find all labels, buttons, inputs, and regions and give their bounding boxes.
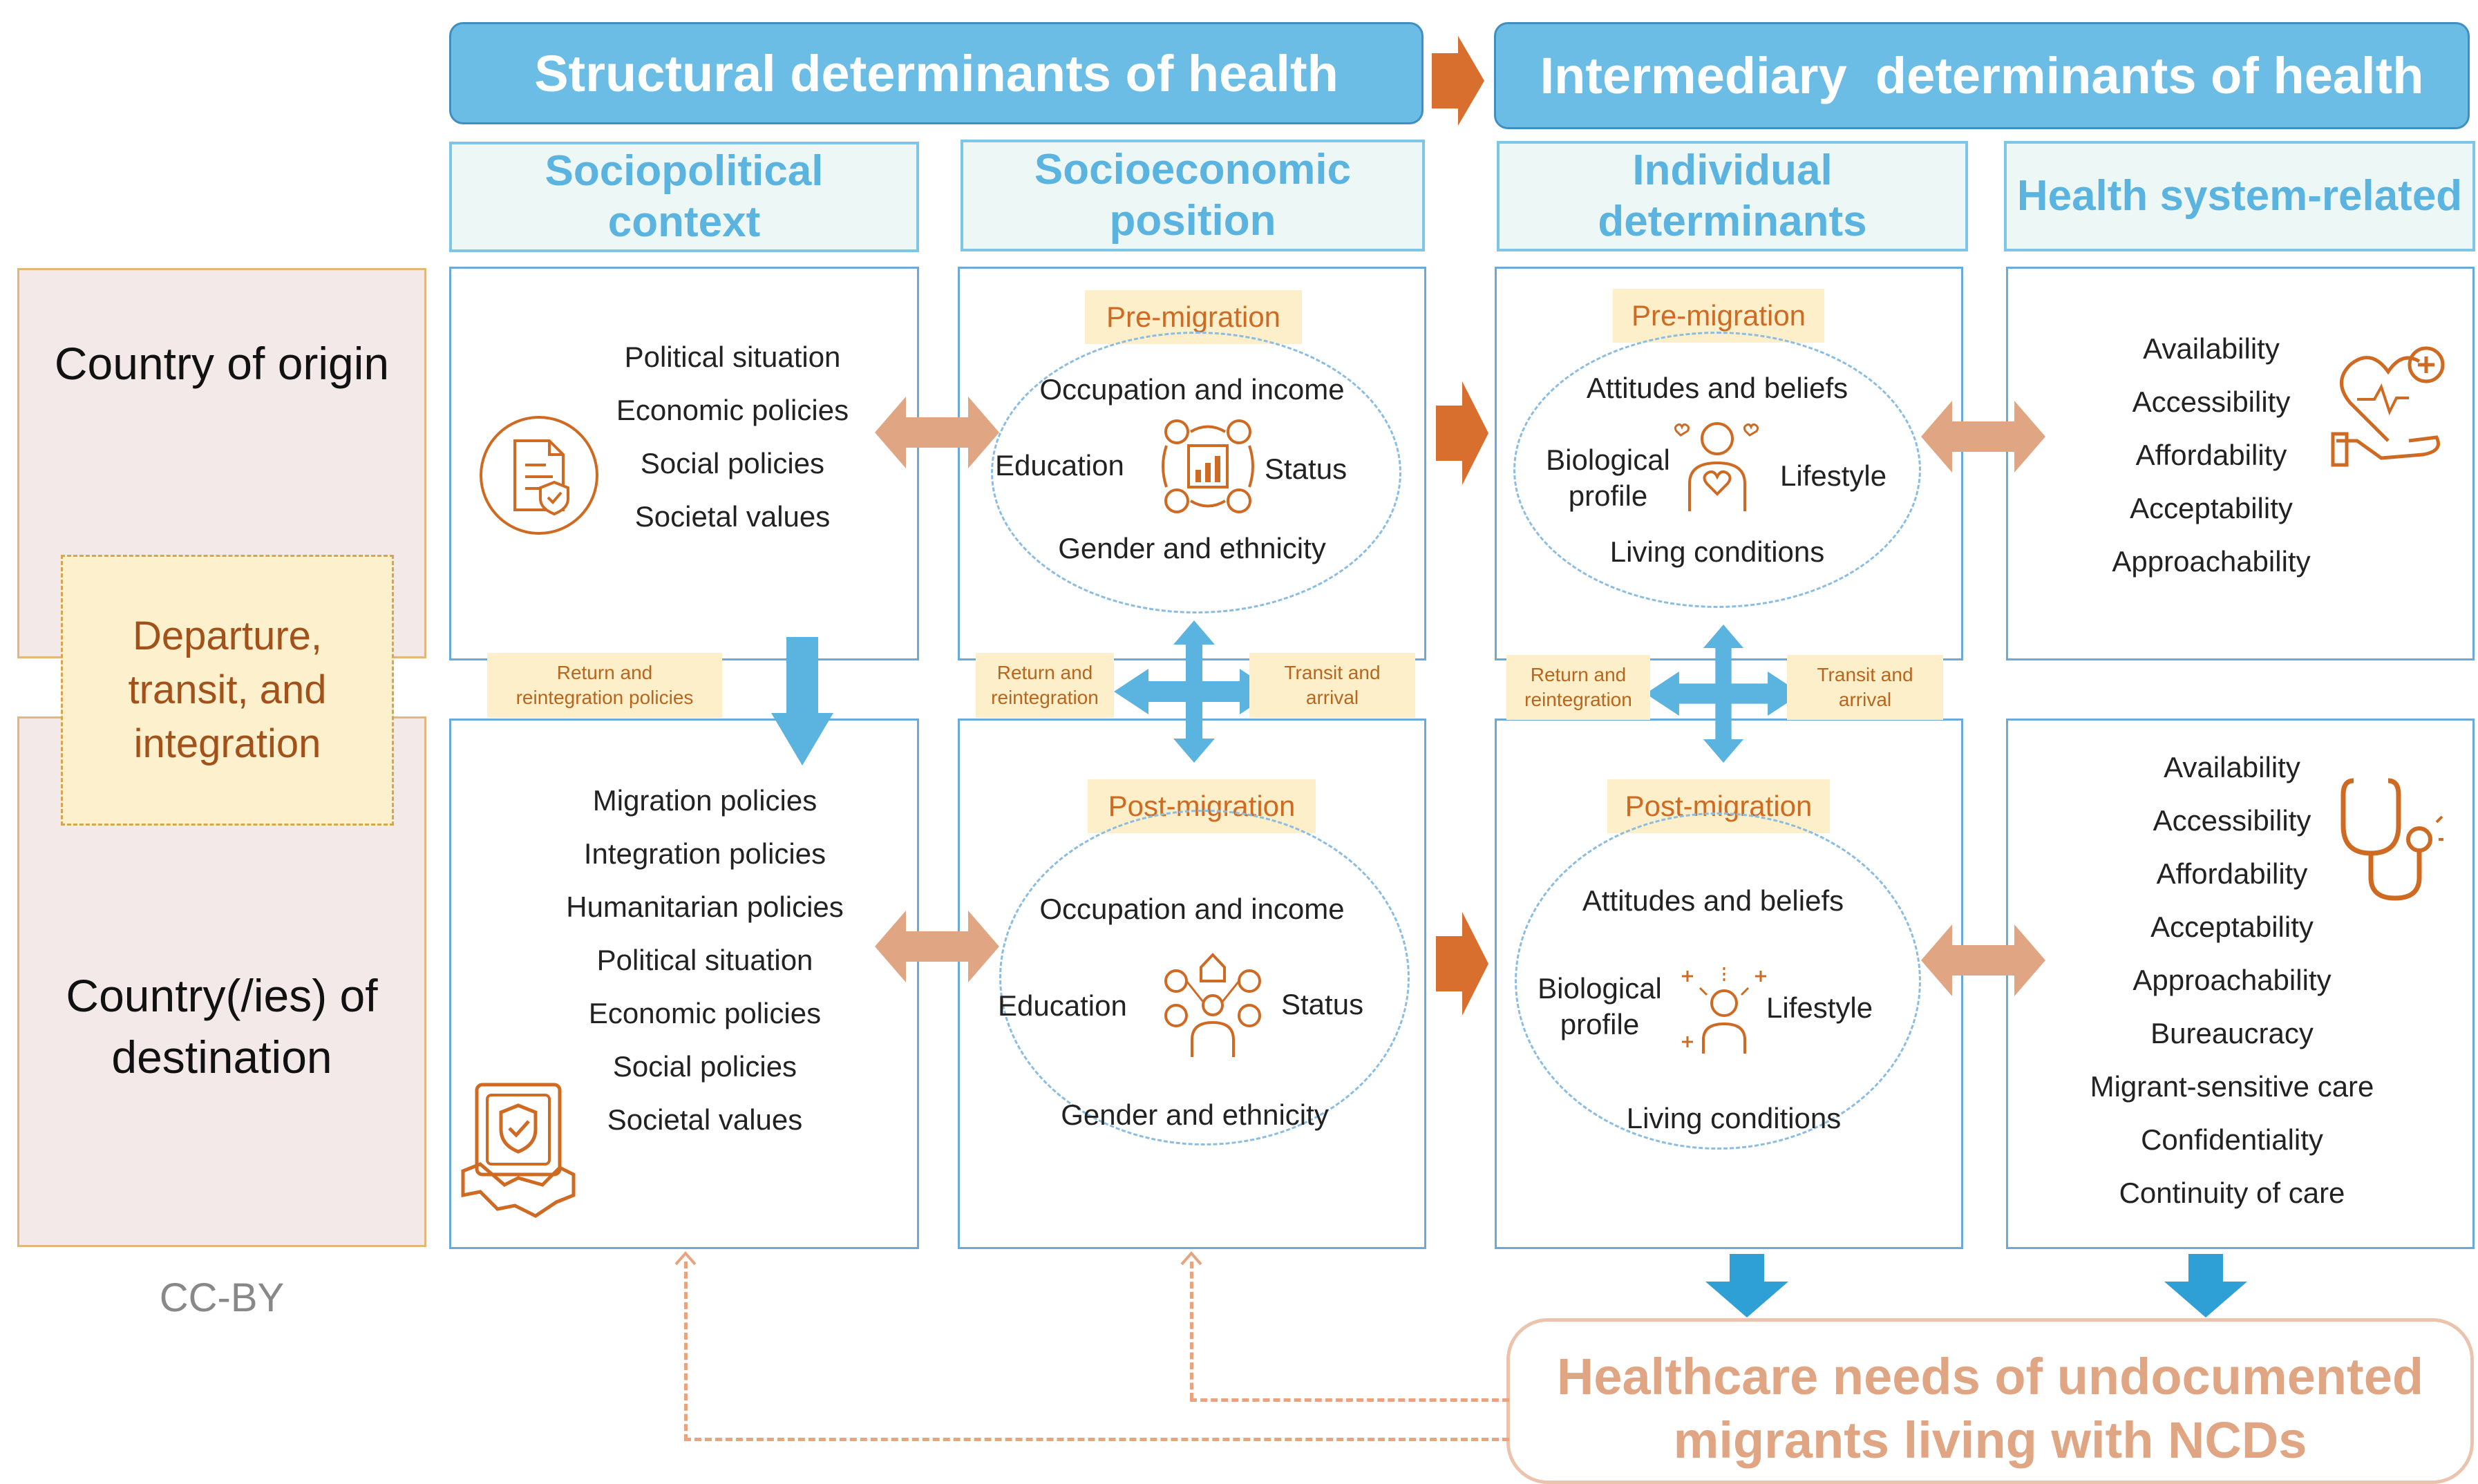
socioeconomic-icon: [1162, 419, 1254, 513]
document-shield-icon: [480, 416, 598, 535]
feedback-line: [1190, 1398, 1509, 1402]
return-reintegration-policies-tag: Return and reintegration policies: [487, 653, 722, 718]
right-arrow-icon: [1436, 381, 1488, 485]
arrowhead-icon: [674, 1250, 697, 1266]
license-label: CC-BY: [159, 1275, 285, 1320]
double-arrow-icon: [1921, 401, 2045, 473]
stethoscope-icon: [2340, 778, 2443, 901]
status-label: Status: [1265, 453, 1347, 485]
list-item: Accessibility: [2132, 386, 2291, 418]
double-arrow-icon: [875, 911, 999, 982]
list-item: Societal values: [607, 1103, 803, 1136]
list-item: Approachability: [2112, 545, 2311, 578]
status-label: Status: [1281, 988, 1364, 1020]
down-arrow-icon: [771, 637, 833, 765]
occupation-income-label: Occupation and income: [1039, 373, 1345, 406]
list-item: Approachability: [2132, 964, 2332, 996]
cross-arrows-icon: [1114, 620, 1274, 763]
sociopolitical-origin-list: Political situation Economic policies So…: [580, 330, 885, 543]
person-hearts-icon: [1674, 422, 1759, 511]
health-origin-list: Availability Accessibility Affordability…: [2073, 322, 2349, 588]
transit-arrival-tag: Transit and arrival: [1787, 655, 1943, 720]
feedback-line: [1190, 1262, 1193, 1400]
socioeconomic-destination-oval: [999, 810, 1410, 1145]
education-label: Education: [998, 989, 1127, 1022]
list-item: Integration policies: [583, 837, 826, 870]
education-label: Education: [995, 449, 1124, 482]
list-item: Migrant-sensitive care: [2090, 1070, 2374, 1103]
living-conditions-label: Living conditions: [1626, 1102, 1842, 1134]
health-origin-box: [2006, 267, 2475, 660]
list-item: Acceptability: [2130, 492, 2293, 524]
right-arrow-icon: [1436, 912, 1488, 1016]
sociopolitical-destination-box: [449, 719, 919, 1249]
list-item: Political situation: [624, 341, 841, 373]
handshake-shield-icon: [461, 1083, 576, 1218]
list-item: Affordability: [2135, 439, 2287, 471]
list-item: Confidentiality: [2141, 1123, 2323, 1156]
list-item: Economic policies: [588, 997, 822, 1029]
departure-transit-integration-label: Departure, transit, and integration: [61, 555, 394, 826]
list-item: Political situation: [596, 944, 813, 976]
structural-determinants-banner: Structural determinants of health: [449, 22, 1424, 124]
return-reintegration-tag: Return and reintegration: [976, 653, 1114, 718]
list-item: Social policies: [612, 1050, 797, 1083]
list-item: Availability: [2164, 751, 2300, 783]
living-conditions-label: Living conditions: [1609, 535, 1825, 568]
feedback-line: [684, 1438, 1509, 1441]
heart-hand-icon: [2331, 346, 2445, 467]
cross-arrows-icon: [1645, 625, 1801, 763]
outcome-box: Healthcare needs of undocumented migrant…: [1506, 1318, 2474, 1484]
socioeconomic-header: Socioeconomic position: [961, 140, 1425, 251]
transit-arrival-tag: Transit and arrival: [1249, 653, 1415, 718]
list-item: Availability: [2143, 332, 2280, 365]
sparkle-person-icon: [1682, 967, 1766, 1054]
double-arrow-icon: [1921, 924, 2045, 996]
biological-profile-label: Biological profile: [1538, 972, 1662, 1040]
occupation-income-label: Occupation and income: [1039, 893, 1345, 925]
attitudes-beliefs-label: Attitudes and beliefs: [1586, 372, 1848, 404]
lifestyle-label: Lifestyle: [1780, 459, 1887, 492]
intermediary-determinants-banner: Intermediary determinants of health: [1494, 22, 2470, 129]
list-item: Accessibility: [2153, 804, 2311, 837]
health-destination-list: Availability Accessibility Affordability…: [2073, 741, 2391, 1219]
feedback-line: [684, 1262, 688, 1441]
list-item: Bureaucracy: [2150, 1017, 2314, 1049]
individual-destination-oval: [1515, 812, 1921, 1150]
gender-ethnicity-label: Gender and ethnicity: [1061, 1098, 1329, 1131]
individual-header: Individual determinants: [1497, 141, 1968, 251]
intermediary-title: Intermediary determinants of health: [1540, 47, 2424, 104]
lifestyle-label: Lifestyle: [1766, 991, 1873, 1024]
down-arrow-icon: [1705, 1254, 1788, 1317]
attitudes-beliefs-label: Attitudes and beliefs: [1582, 884, 1844, 917]
list-item: Continuity of care: [2119, 1177, 2345, 1209]
health-system-header: Health system-related: [2004, 141, 2475, 251]
outcome-label: Healthcare needs of undocumented migrant…: [1556, 1348, 2424, 1469]
community-icon: [1164, 953, 1261, 1057]
list-item: Acceptability: [2150, 911, 2314, 943]
sociopolitical-destination-list: Migration policies Integration policies …: [525, 774, 885, 1146]
list-item: Migration policies: [592, 784, 817, 817]
sociopolitical-header: Sociopolitical context: [449, 142, 919, 252]
list-item: Economic policies: [616, 394, 849, 426]
list-item: Societal values: [634, 500, 831, 533]
down-arrow-icon: [2164, 1254, 2247, 1317]
individual-origin-oval: [1513, 332, 1921, 608]
double-arrow-icon: [875, 397, 999, 468]
arrowhead-icon: [1180, 1250, 1202, 1266]
structural-title: Structural determinants of health: [534, 44, 1339, 102]
list-item: Social policies: [640, 447, 825, 479]
list-item: Humanitarian policies: [566, 891, 844, 923]
biological-profile-label: Biological profile: [1546, 444, 1670, 512]
list-item: Affordability: [2156, 857, 2308, 890]
socioeconomic-origin-oval: [991, 332, 1401, 613]
pre-migration-tag: Pre-migration: [1613, 289, 1824, 343]
header-arrow-icon: [1432, 36, 1484, 126]
return-reintegration-tag: Return and reintegration: [1506, 655, 1650, 720]
gender-ethnicity-label: Gender and ethnicity: [1058, 532, 1326, 564]
